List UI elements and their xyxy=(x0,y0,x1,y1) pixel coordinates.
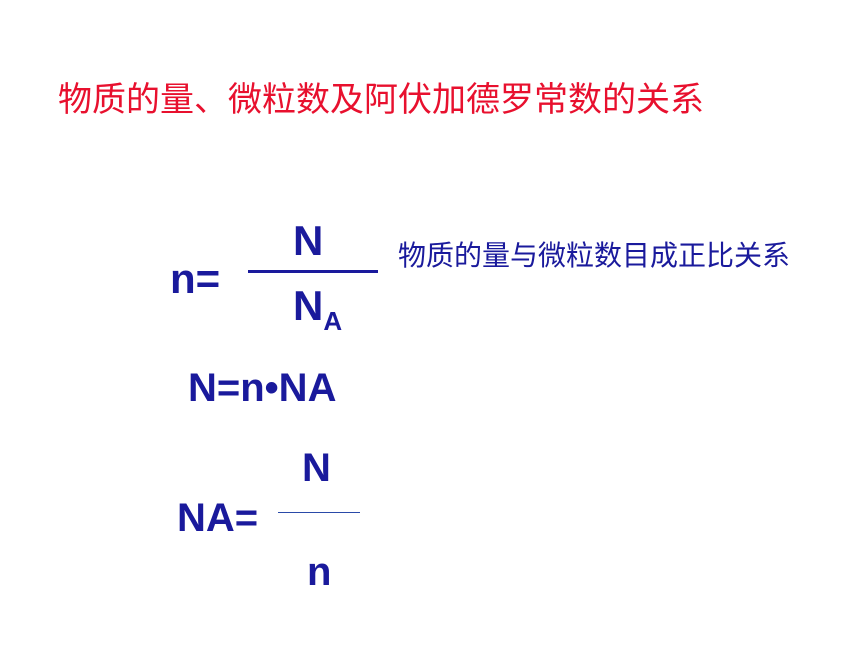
formula3-numerator: N xyxy=(302,446,331,490)
formula3-denominator: n xyxy=(307,550,332,594)
formula1-note: 物质的量与微粒数目成正比关系 xyxy=(398,239,791,272)
formula3-fraction-bar xyxy=(278,512,360,513)
formula1-denominator: NA xyxy=(293,279,342,338)
formula1-fraction-bar xyxy=(248,270,378,273)
formula1-denominator-main: N xyxy=(293,282,324,329)
formula3-lhs: NA= xyxy=(177,496,259,540)
formula1-denominator-subscript: A xyxy=(323,306,343,336)
formula1-numerator: N xyxy=(293,217,324,264)
formula2: N=n•NA xyxy=(188,366,337,410)
page-title: 物质的量、微粒数及阿伏加德罗常数的关系 xyxy=(58,80,704,120)
formula1-lhs: n= xyxy=(170,255,221,302)
